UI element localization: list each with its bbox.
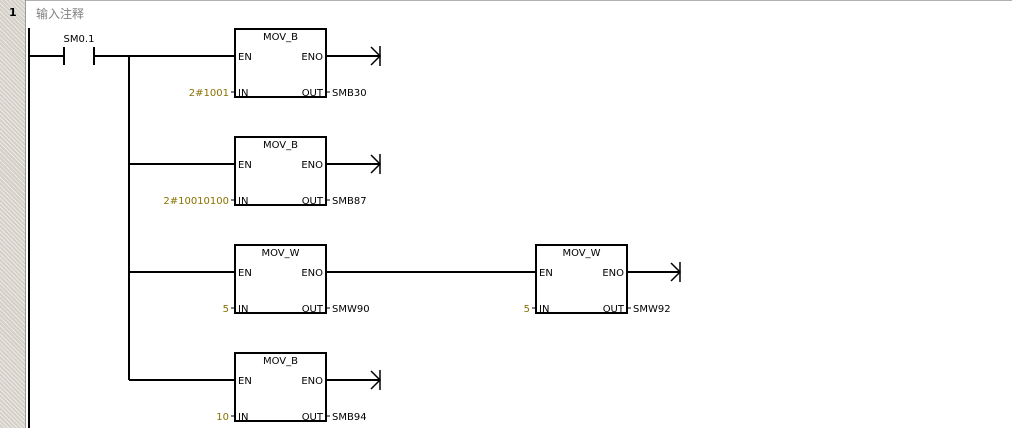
pin-en: EN (238, 376, 252, 387)
pin-en: EN (238, 52, 252, 63)
contact-sm0-1[interactable]: SM0.1 (63, 34, 95, 65)
pin-eno: ENO (301, 376, 323, 387)
in-operand: 10 (216, 412, 229, 423)
pin-eno: ENO (301, 160, 323, 171)
out-operand: SMB87 (332, 196, 367, 207)
out-operand: SMB30 (332, 88, 367, 99)
pin-out: OUT (603, 304, 625, 315)
pin-en: EN (238, 268, 252, 279)
block-title: MOV_B (263, 140, 298, 151)
mov-block[interactable]: MOV_B EN ENO IN OUT 10 SMB94 (216, 352, 367, 423)
block-title: MOV_W (261, 248, 299, 259)
in-operand: 2#10010100 (163, 196, 229, 207)
block-title: MOV_B (263, 32, 298, 43)
block-box (535, 244, 628, 314)
pin-out: OUT (302, 304, 324, 315)
block-box (234, 352, 327, 422)
block-box (234, 244, 327, 314)
block-box (234, 136, 327, 206)
out-operand: SMW92 (633, 304, 671, 315)
mov-block[interactable]: MOV_W EN ENO IN OUT 5 SMW92 (524, 244, 671, 315)
block-title: MOV_B (263, 356, 298, 367)
in-operand: 5 (223, 304, 229, 315)
network-gutter (0, 0, 26, 428)
block-title: MOV_W (562, 248, 600, 259)
mov-block[interactable]: MOV_B EN ENO IN OUT 2#10010100 SMB87 (163, 136, 367, 207)
mov-block[interactable]: MOV_W EN ENO IN OUT 5 SMW90 (223, 244, 370, 315)
contact-label: SM0.1 (64, 34, 95, 45)
block-box (234, 28, 327, 98)
out-operand: SMW90 (332, 304, 370, 315)
pin-en: EN (539, 268, 553, 279)
pin-in: IN (238, 88, 248, 99)
pin-in: IN (238, 304, 248, 315)
pin-out: OUT (302, 88, 324, 99)
pin-eno: ENO (301, 268, 323, 279)
network-comment[interactable]: 输入注释 (36, 7, 85, 21)
in-operand: 2#1001 (189, 88, 229, 99)
pin-in: IN (238, 196, 248, 207)
network-separator (26, 0, 1012, 1)
pin-out: OUT (302, 196, 324, 207)
mov-block[interactable]: MOV_B EN ENO IN OUT 2#1001 SMB30 (189, 28, 367, 99)
in-operand: 5 (524, 304, 530, 315)
pin-eno: ENO (301, 52, 323, 63)
pin-in: IN (238, 412, 248, 423)
pin-out: OUT (302, 412, 324, 423)
pin-eno: ENO (602, 268, 624, 279)
network-number[interactable]: 1 (9, 6, 17, 19)
out-operand: SMB94 (332, 412, 367, 423)
pin-in: IN (539, 304, 549, 315)
pin-en: EN (238, 160, 252, 171)
